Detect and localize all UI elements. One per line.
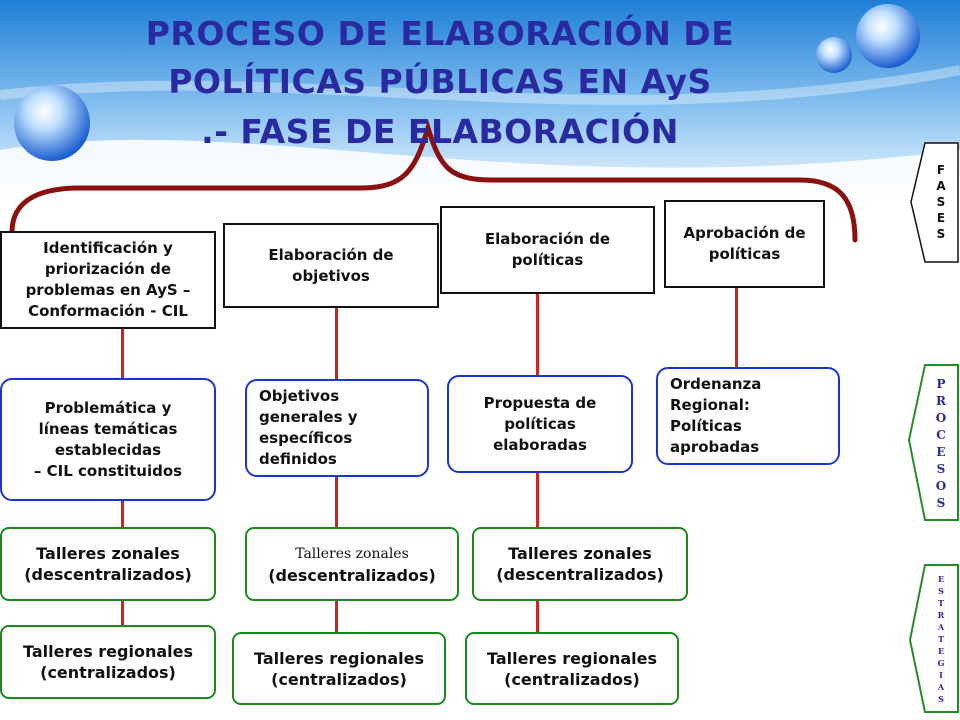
regional-workshop-box: Talleres regionales (centralizados): [232, 632, 446, 705]
connector-line: [121, 601, 124, 625]
connector-line: [536, 472, 539, 527]
title-line-1: PROCESO DE ELABORACIÓN DE: [145, 14, 735, 53]
zonal-workshop-box: Talleres zonales (descentralizados): [245, 527, 459, 601]
phase-box-identification: Identificación y priorización de problem…: [0, 231, 216, 329]
bubble-decoration: [856, 4, 920, 68]
bubble-decoration: [14, 85, 90, 161]
product-box-propuesta: Propuesta de políticas elaboradas: [447, 375, 633, 473]
zonal-workshop-box: Talleres zonales (descentralizados): [0, 527, 216, 601]
zonal-workshop-box: Talleres zonales (descentralizados): [472, 527, 688, 601]
connector-line: [536, 293, 539, 375]
connector-line: [335, 476, 338, 527]
regional-workshop-box: Talleres regionales (centralizados): [0, 625, 216, 699]
connector-line: [335, 601, 338, 632]
connector-line: [121, 500, 124, 528]
product-box-objetivos: Objetivos generales y específicos defini…: [245, 379, 429, 477]
fases-tab-shape: [910, 142, 959, 263]
product-box-ordenanza: Ordenanza Regional: Políticas aprobadas: [656, 367, 840, 465]
phase-box-aprobacion: Aprobación de políticas: [664, 200, 825, 288]
bubble-decoration: [816, 37, 852, 73]
title-line-3: .- FASE DE ELABORACIÓN: [201, 112, 679, 151]
phase-box-objetivos: Elaboración de objetivos: [223, 223, 439, 308]
connector-line: [335, 306, 338, 379]
procesos-tab-shape: [907, 364, 959, 521]
connector-line: [121, 328, 124, 378]
estrategias-tab[interactable]: E S T R A T E G I A S: [937, 574, 945, 704]
estrategias-tab-shape: [908, 564, 959, 713]
connector-line: [536, 601, 539, 632]
phase-box-politicas: Elaboración de políticas: [440, 206, 655, 294]
regional-workshop-box: Talleres regionales (centralizados): [465, 632, 679, 705]
procesos-tab[interactable]: P R O C E S O S: [935, 377, 947, 510]
fases-tab[interactable]: F A S E S: [936, 163, 946, 241]
product-box-problematica: Problemática y líneas temáticas establec…: [0, 378, 216, 501]
connector-line: [735, 287, 738, 367]
title-line-2: POLÍTICAS PÚBLICAS EN AyS: [168, 62, 712, 101]
grouping-brace: [9, 119, 858, 243]
